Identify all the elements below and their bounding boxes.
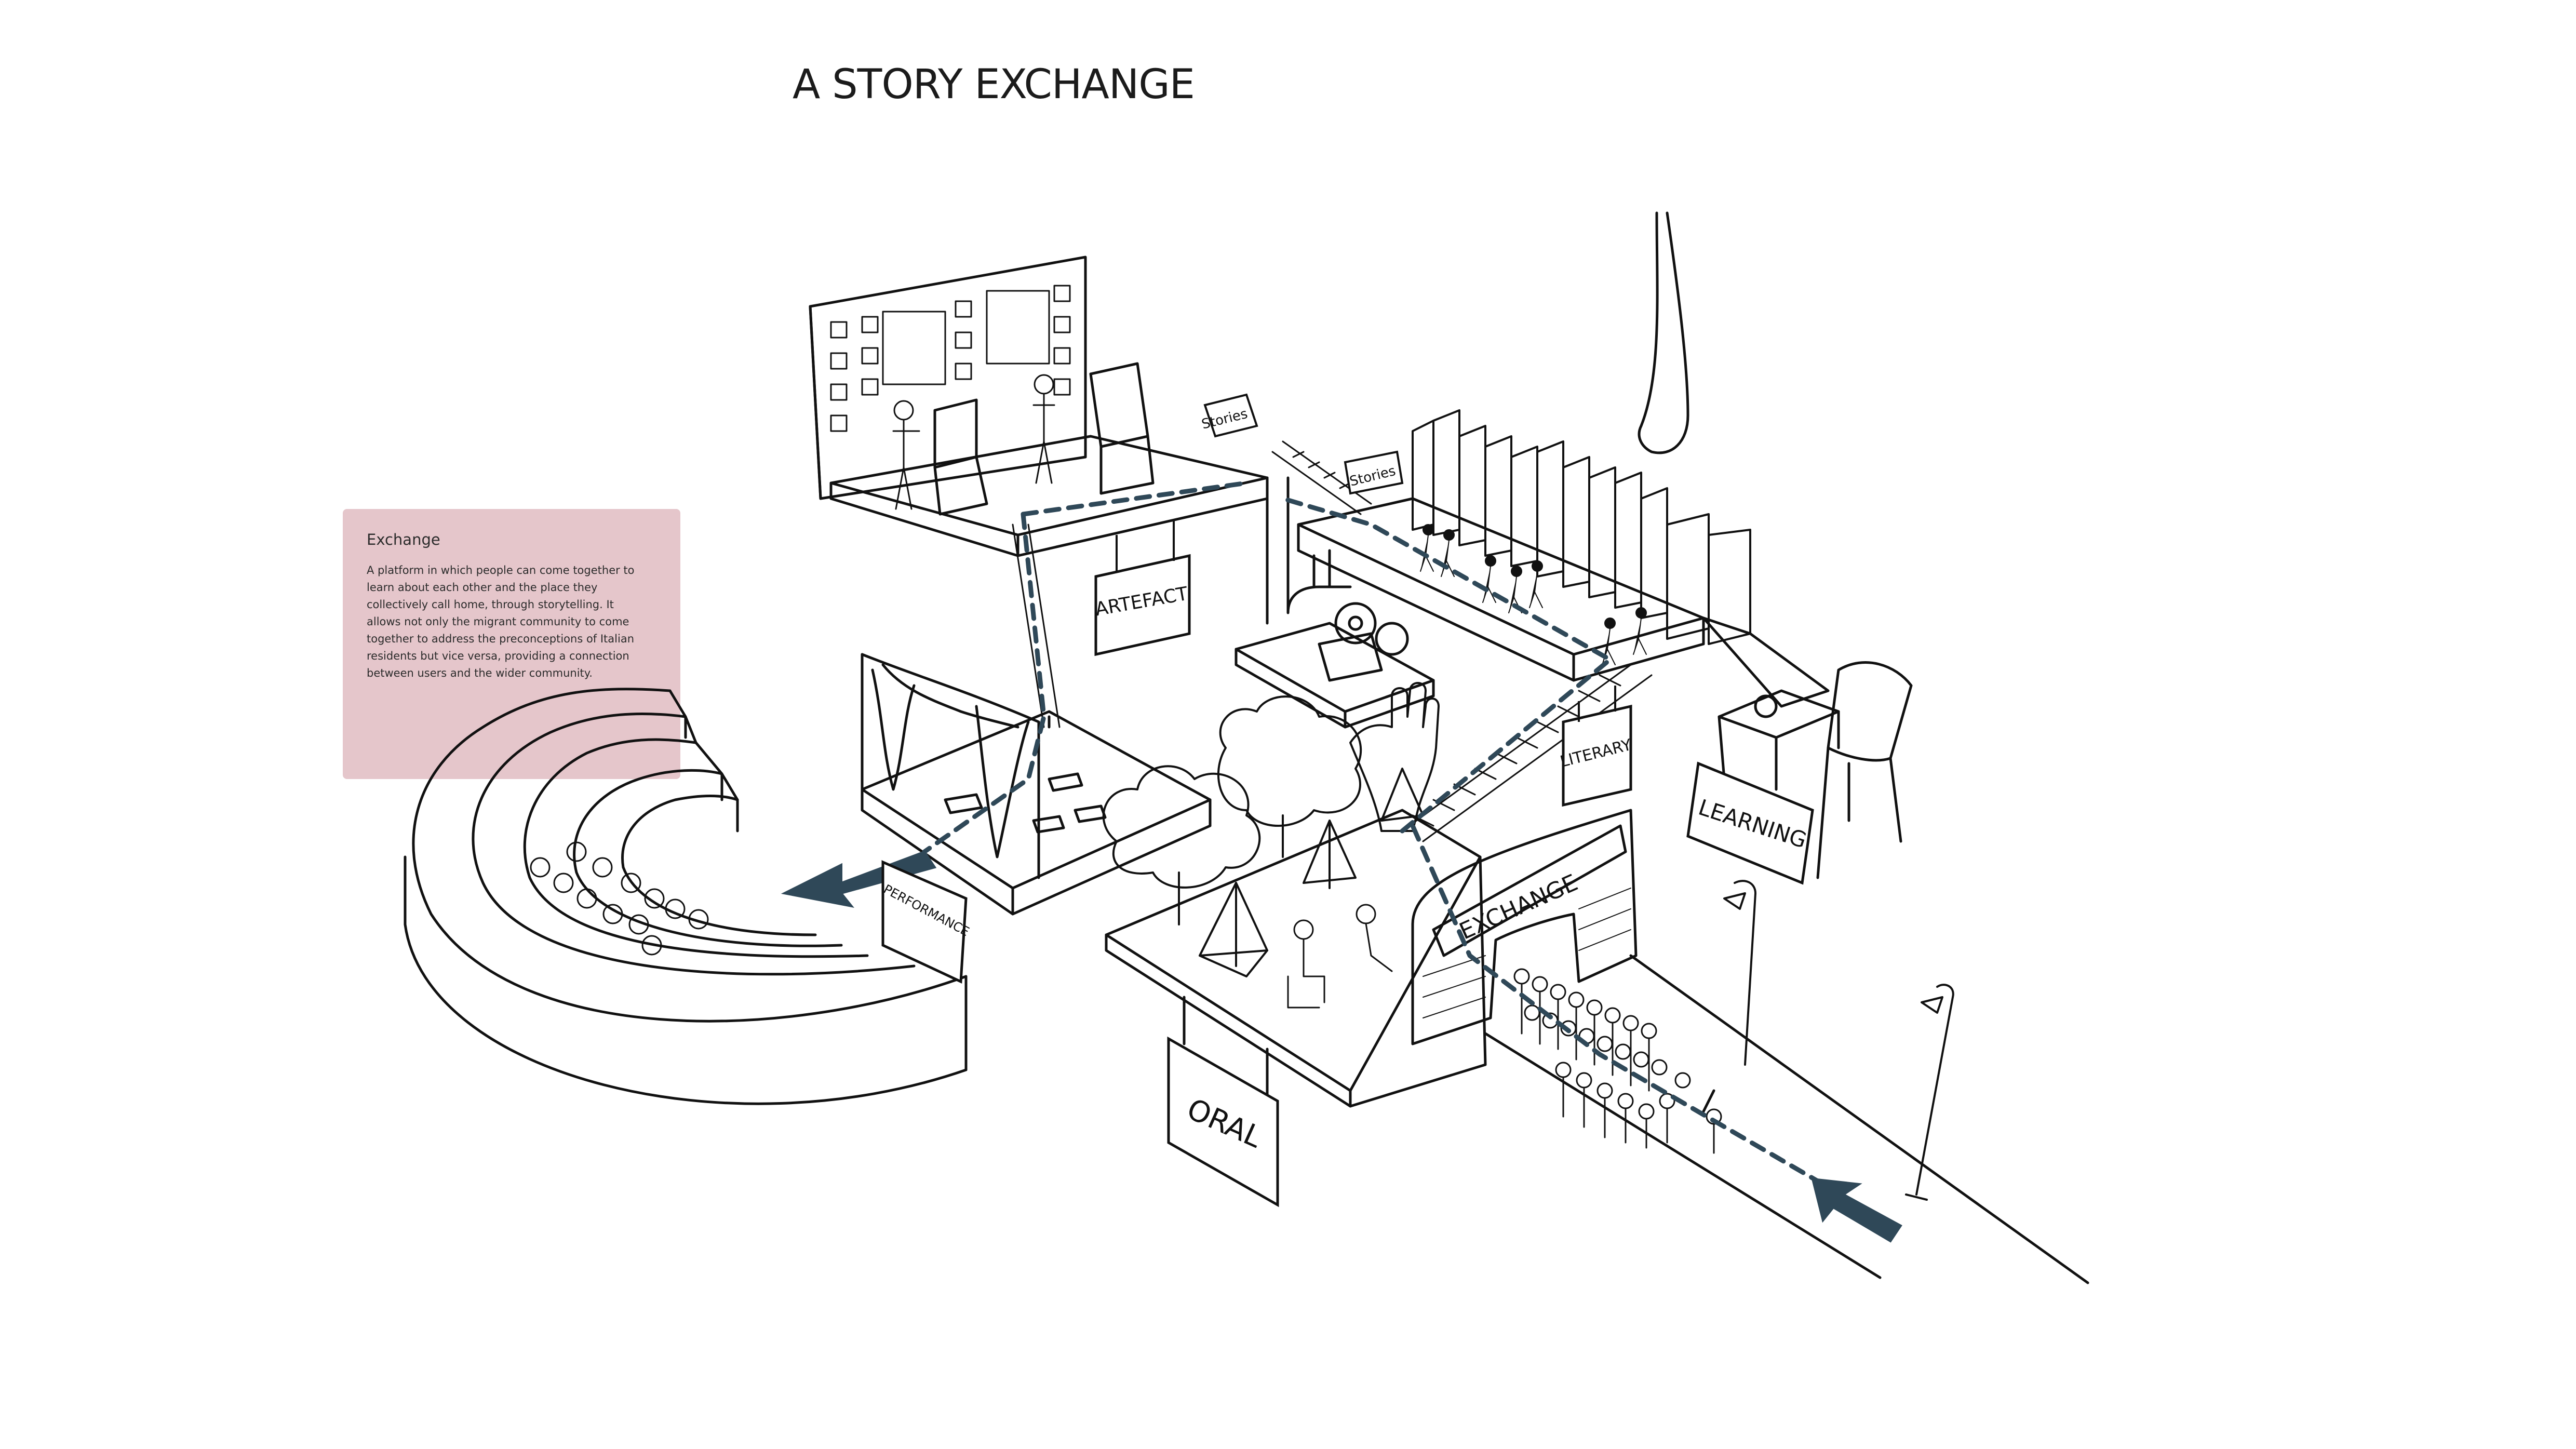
sign-literary: LITERARY bbox=[1558, 686, 1634, 807]
story-route bbox=[922, 480, 1826, 1187]
arrow-exit-icon bbox=[781, 850, 937, 908]
tree-icon bbox=[1102, 695, 1362, 925]
sign-oral: ORAL bbox=[1167, 1036, 1279, 1208]
arrow-entry-icon bbox=[1811, 1177, 1902, 1243]
sign-stories-2: Stories bbox=[1344, 450, 1404, 495]
info-body: A platform in which people can come toge… bbox=[367, 564, 635, 679]
sign-performance: PERFORMANCE bbox=[881, 860, 972, 984]
projector-icon bbox=[1235, 476, 1435, 729]
staircase bbox=[1012, 440, 1653, 842]
walking-people bbox=[1420, 524, 1647, 665]
hand-icon bbox=[1349, 682, 1440, 832]
info-heading: Exchange bbox=[367, 531, 440, 548]
tent-icon bbox=[1199, 768, 1424, 977]
sign-artefact: ARTEFACT bbox=[1094, 519, 1191, 656]
amphitheater bbox=[404, 688, 968, 1105]
literary-platform bbox=[1297, 211, 1830, 708]
sign-stories-1: Stories bbox=[1200, 393, 1258, 438]
street bbox=[1484, 954, 2089, 1284]
sign-learning: LEARNING bbox=[1686, 761, 1814, 885]
artefact-platform bbox=[809, 256, 1269, 557]
oral-platform bbox=[1102, 695, 1487, 1108]
performance-platform bbox=[861, 653, 1212, 916]
exchange-gate bbox=[1411, 809, 1638, 1045]
info-box: Exchange A platform in which people can … bbox=[343, 509, 680, 779]
page-title: A STORY EXCHANGE bbox=[793, 61, 1195, 108]
street-lamp-icon bbox=[1723, 880, 1954, 1201]
chair-icon bbox=[1718, 661, 1913, 879]
